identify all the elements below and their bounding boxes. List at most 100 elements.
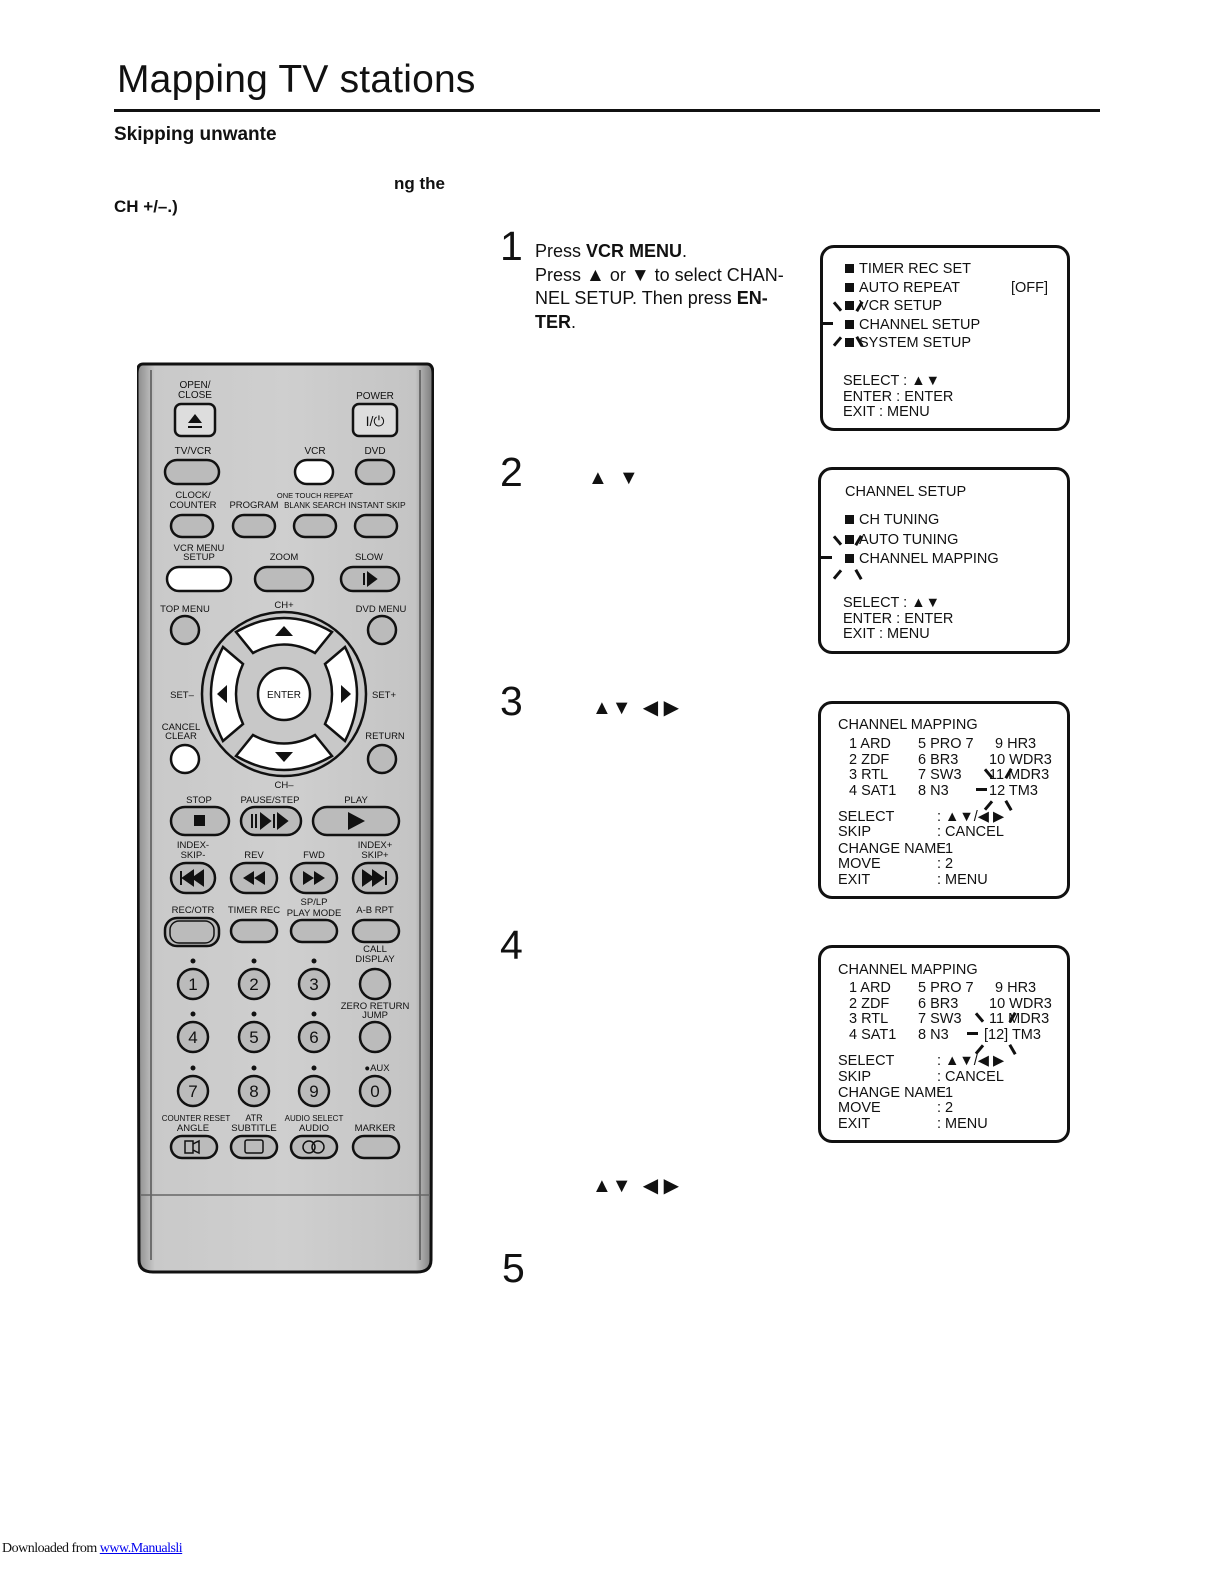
osd4-label: EXIT [838,1116,871,1132]
ch-minus-label: CH– [274,780,294,791]
power-icon: I/⏻ [366,413,385,429]
enter-button[interactable] [256,666,312,722]
timer-rec-button[interactable] [229,918,279,944]
intro-text-line-2: CH +/–.) [114,197,178,216]
step-number-5: 5 [502,1245,525,1291]
digit-6-button[interactable] [297,1020,331,1054]
pause-step-label: PAUSE/STEP [241,795,300,806]
digit-label: 1 [188,975,197,994]
right-arrow-icon [341,685,351,703]
power-label: POWER [356,391,394,402]
step1-period2: . [571,311,577,332]
digit-4-button[interactable] [176,1020,210,1054]
top-menu-label: TOP MENU [160,604,210,615]
subtitle-button[interactable] [229,1134,279,1160]
digit-9-button[interactable] [297,1074,331,1108]
set-plus-button[interactable] [323,645,359,743]
tv-vcr-button[interactable] [163,458,221,486]
vcr-menu-setup-button[interactable] [165,565,233,593]
eject-icon [188,414,202,428]
clock-counter-label: CLOCK/ [175,490,211,501]
audio-icon [302,1140,316,1154]
footer-source: Downloaded from www.Manualsli [2,1541,183,1557]
vcr-button[interactable] [293,458,335,486]
bullet-square-icon [845,264,854,273]
cancel-clear-button[interactable] [169,743,201,775]
digit-label: 5 [249,1028,258,1047]
osd3-channel: 8 N3 [918,783,949,799]
step-number-4: 4 [500,922,523,968]
open-close-label-2: CLOSE [178,390,212,401]
call-display-label: CALL [363,944,387,955]
program-button[interactable] [231,513,277,539]
digit-label: 2 [249,975,258,994]
osd2-item-channel-mapping: CHANNEL MAPPING [845,552,999,567]
highlight-flash-icon [832,301,843,312]
footer-link[interactable]: www.Manualsli [99,1541,183,1556]
return-button[interactable] [366,743,398,775]
ab-rpt-button[interactable] [351,918,401,944]
osd2-select-hint: SELECT : ▲▼ [843,595,940,611]
step1-ter: TER [535,311,571,332]
osd-screen-channel-setup: CHANNEL SETUP CH TUNING AUTO TUNING CHAN… [818,467,1070,654]
rev-label: REV [244,850,264,861]
skip-back-icon [180,869,204,887]
step1-or: or [604,264,631,285]
program-label: PROGRAM [229,500,278,511]
fwd-label: FWD [303,850,325,861]
digit-0-button[interactable] [358,1074,392,1108]
osd1-auto-repeat-value: [OFF] [1011,280,1049,296]
power-button[interactable] [351,402,399,438]
step-4-arrows: ▲▼ ◀ ▶ [592,1175,680,1197]
sp-lp-button[interactable] [289,918,339,944]
clock-counter-button[interactable] [169,513,215,539]
highlight-flash-icon [832,336,843,347]
digit-7-button[interactable] [176,1074,210,1108]
zoom-button[interactable] [253,565,315,593]
down-arrow-icon [275,752,293,762]
osd3-label: SELECT [838,809,895,825]
step1-period: . [682,241,688,261]
digit-label: 3 [309,975,318,994]
call-display-button[interactable] [358,967,392,1001]
subtitle-label: SUBTITLE [231,1123,276,1134]
digit-5-button[interactable] [237,1020,271,1054]
dvd-button[interactable] [354,458,396,486]
osd4-channel: 5 PRO 7 [918,980,974,996]
osd1-item-timer-rec: TIMER REC SET [845,262,971,277]
angle-button[interactable] [169,1134,219,1160]
index-skip-plus-label: INDEX+ [358,840,393,851]
aux-label: ●AUX [364,1063,390,1074]
marker-button[interactable] [351,1134,401,1160]
digit-1-button[interactable] [176,967,210,1001]
osd1-select-hint: SELECT : ▲▼ [843,373,940,389]
digit-3-button[interactable] [297,967,331,1001]
one-touch-repeat-button[interactable] [292,513,338,539]
osd3-value: : 2 [937,856,954,872]
cancel-clear-label-2: CLEAR [165,731,197,742]
digit-2-button[interactable] [237,967,271,1001]
instant-skip-button[interactable] [353,513,399,539]
set-minus-button[interactable] [209,645,245,743]
dvd-menu-button[interactable] [366,614,398,646]
osd1-item-vcr-setup: VCR SETUP [845,299,942,314]
rec-otr-button[interactable] [163,916,221,948]
audio-select-label: AUDIO SELECT [285,1114,344,1123]
digit-8-button[interactable] [237,1074,271,1108]
page-title: Mapping TV stations [117,58,476,101]
osd3-channel: 10 WDR3 [989,752,1052,768]
step1-to-select: to select CHAN- [649,264,784,285]
audio-button[interactable] [289,1134,339,1160]
down-arrow-icon: ▼ [630,264,650,286]
tv-vcr-label: TV/VCR [175,446,212,457]
highlight-flash-icon [822,322,833,325]
zero-return-button[interactable] [358,1020,392,1054]
osd4-label: SELECT [838,1053,895,1069]
step-1-text: Press VCR MENU. Press ▲ or ▼ to select C… [535,240,800,334]
dvd-label: DVD [364,446,385,457]
osd2-item-ch-tuning: CH TUNING [845,513,939,528]
osd1-enter-hint: ENTER : ENTER [843,389,954,405]
intro-text-line-1: ng the [394,174,445,193]
zero-return-label-2: JUMP [362,1010,388,1021]
top-menu-button[interactable] [169,614,201,646]
